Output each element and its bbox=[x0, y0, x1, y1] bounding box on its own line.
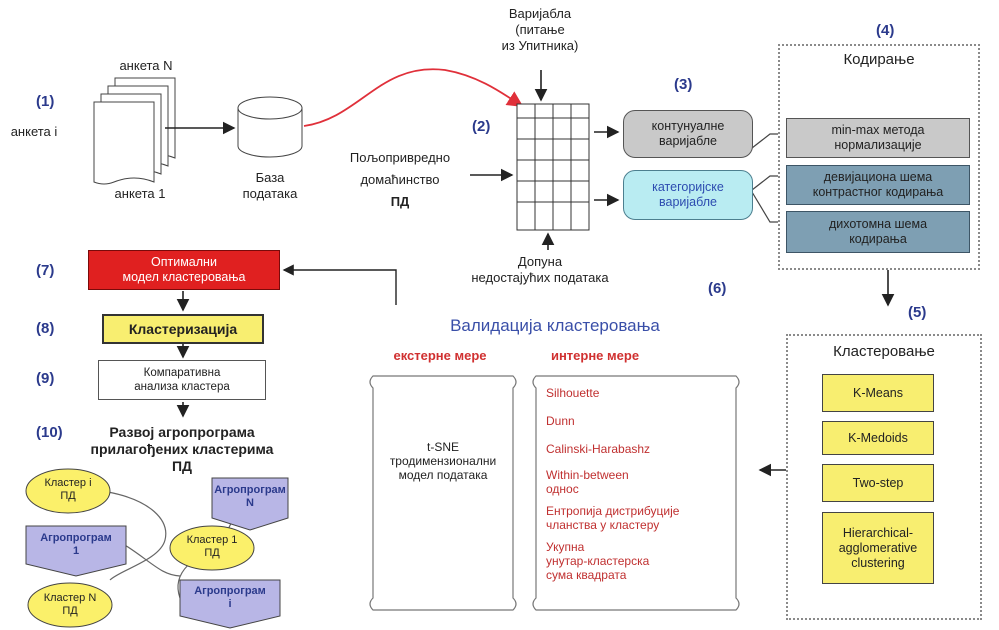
continuous-variables-box[interactable]: контунуалне варијабле bbox=[623, 110, 753, 158]
step-number-9: (9) bbox=[36, 370, 55, 387]
household-abbr: ПД bbox=[390, 194, 410, 209]
method-kmedoids[interactable]: K-Medoids bbox=[822, 421, 934, 455]
clusterization-box[interactable]: Кластеризација bbox=[102, 314, 264, 344]
internal-measures-panel bbox=[532, 375, 740, 611]
cluster-1-label: Кластер 1 ПД bbox=[186, 534, 238, 559]
step-number-10: (10) bbox=[36, 424, 63, 441]
coding-item-minmax[interactable]: min-max метода нормализације bbox=[786, 118, 970, 158]
measure-silhouette: Silhouette bbox=[546, 386, 600, 400]
database-label: База података bbox=[242, 170, 298, 201]
agro-node-i bbox=[179, 579, 281, 629]
internal-measures-title: интерне мере bbox=[550, 348, 640, 363]
red-arrow-db-to-grid bbox=[303, 68, 524, 127]
optimal-model-box[interactable]: Оптимални модел кластеровања bbox=[88, 250, 280, 290]
cluster-node-i bbox=[25, 468, 111, 514]
step-number-5: (5) bbox=[908, 304, 927, 321]
missing-data-label: Допуна недостајућих података bbox=[471, 254, 609, 285]
database-icon bbox=[237, 96, 303, 158]
agro-development-title: Развој агропрограма прилагођених кластер… bbox=[90, 424, 274, 474]
measure-within-between: Within-between однос bbox=[546, 468, 629, 496]
measure-total-wss: Укупна унутар-кластерска сума квадрата bbox=[546, 540, 650, 582]
step-number-6: (6) bbox=[708, 280, 727, 297]
survey-n-label: анкета N bbox=[119, 58, 173, 73]
coding-item-dichotomous[interactable]: дихотомна шема кодирања bbox=[786, 211, 970, 253]
step-number-7: (7) bbox=[36, 262, 55, 279]
household-label: Пољопривредно bbox=[349, 150, 451, 165]
step-number-8: (8) bbox=[36, 320, 55, 337]
cluster-i-label: Кластер i ПД bbox=[44, 477, 92, 502]
measure-calinski: Calinski-Harabashz bbox=[546, 442, 651, 456]
cluster-node-1 bbox=[169, 525, 255, 571]
external-measures-title: екстерне мере bbox=[393, 348, 487, 363]
measure-entropy: Ентропија дистрибуције чланства у класте… bbox=[546, 504, 680, 532]
step-number-3: (3) bbox=[674, 76, 693, 93]
household-label-2: домаћинство bbox=[360, 172, 440, 187]
agro-node-n bbox=[211, 477, 289, 531]
measure-dunn: Dunn bbox=[546, 414, 575, 428]
method-kmeans[interactable]: K-Means bbox=[822, 374, 934, 412]
validation-title: Валидација кластеровања bbox=[450, 316, 660, 335]
clustering-title: Кластеровање bbox=[833, 343, 935, 360]
survey-1-label: анкета 1 bbox=[114, 186, 166, 201]
survey-stack-icon bbox=[93, 77, 176, 185]
survey-i-label: анкета i bbox=[10, 124, 58, 139]
cluster-node-n bbox=[27, 582, 113, 628]
step-number-4: (4) bbox=[876, 22, 895, 39]
internal-measures-list: Silhouette Dunn Calinski-Harabashz Withi… bbox=[546, 386, 736, 590]
step-number-1: (1) bbox=[36, 93, 55, 110]
agro-node-1 bbox=[25, 525, 127, 577]
coding-item-deviation[interactable]: девијациона шема контрастног кодирања bbox=[786, 165, 970, 205]
variable-label: Варијабла (питање из Упитника) bbox=[501, 6, 579, 53]
external-measures-panel bbox=[369, 375, 517, 611]
data-matrix-grid bbox=[516, 103, 590, 231]
agro-i-label: Агропрограм i bbox=[194, 585, 266, 610]
method-hierarchical[interactable]: Hierarchical- agglomerative clustering bbox=[822, 512, 934, 584]
agro-1-label: Агропрограм 1 bbox=[40, 532, 112, 557]
categorical-variables-box[interactable]: категоријске варијабле bbox=[623, 170, 753, 220]
method-twostep[interactable]: Two-step bbox=[822, 464, 934, 502]
step-number-2: (2) bbox=[472, 118, 491, 135]
agro-n-label: Агропрограм N bbox=[214, 484, 286, 509]
external-measure-tsne: t-SNE тродимензионални модел података bbox=[389, 440, 497, 482]
comparative-analysis-box[interactable]: Компаративна анализа кластера bbox=[98, 360, 266, 400]
coding-title: Кодирање bbox=[843, 51, 915, 68]
arrow-validation-to-optimal bbox=[282, 264, 397, 305]
cluster-n-label: Кластер N ПД bbox=[43, 592, 97, 617]
